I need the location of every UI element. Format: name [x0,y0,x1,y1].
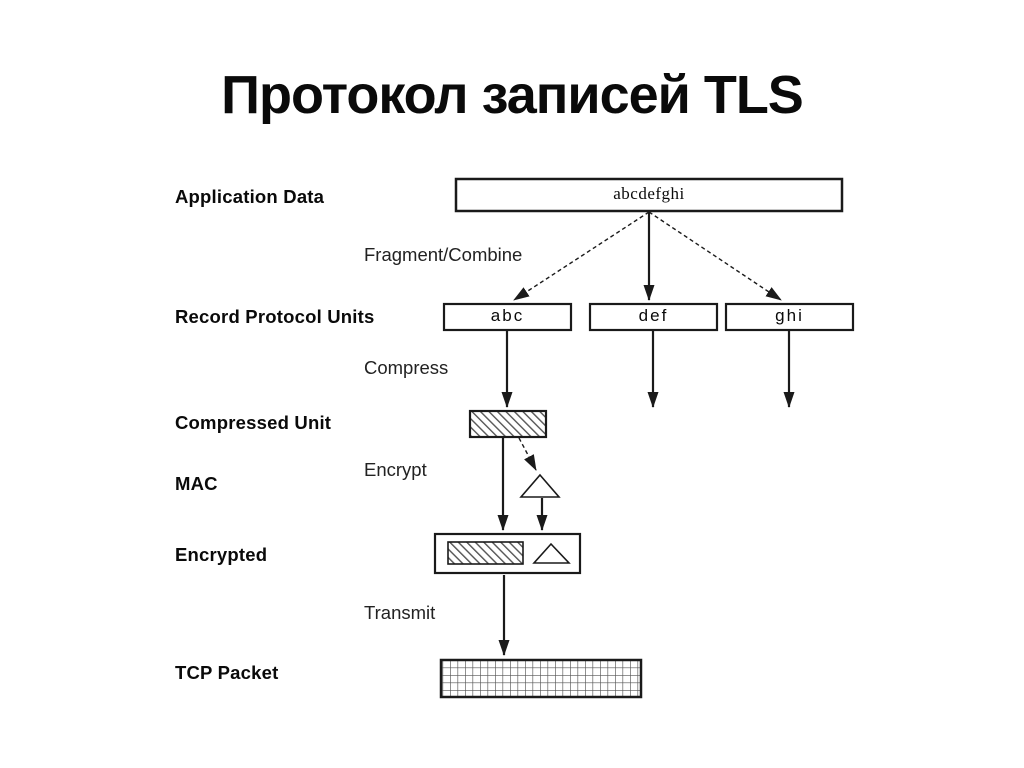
tcp-packet-box [439,658,643,699]
record-unit-box-ghi [724,302,855,332]
stage-label-mac: MAC [175,473,218,494]
stage-label-compressed-unit: Compressed Unit [175,412,332,433]
stage-label-tcp-packet: TCP Packet [175,662,279,683]
record-unit-box-def [588,302,719,332]
mac-triangle [519,473,561,498]
fragment-arrows [513,211,782,301]
stage-label-application-data: Application Data [175,186,325,207]
mac-derive-arrow [518,437,537,471]
record-unit-text-def: def [638,306,669,325]
compress-arrows [501,331,795,408]
encrypted-mac-triangle [532,542,571,564]
record-unit-text-abc: abc [490,306,525,325]
encrypted-payload-hatched [447,541,524,565]
operation-label-compress: Compress [364,357,449,378]
operation-label-transmit: Transmit [364,602,436,623]
application-data-box [454,177,844,213]
encrypt-arrows [497,437,548,531]
operation-label-fragment-combine: Fragment/Combine [364,244,523,265]
application-data-box-text: abcdefghi [613,184,685,203]
stage-label-record-protocol-units: Record Protocol Units [175,306,375,327]
stage-label-encrypted: Encrypted [175,544,268,565]
fragment-arrow-right [648,211,782,301]
record-unit-text-ghi: ghi [775,306,804,325]
slide-title: Протокол записей TLS [221,65,804,125]
compressed-unit-box [468,409,548,439]
fragment-arrow-left [513,211,650,301]
operation-label-encrypt: Encrypt [364,459,427,480]
record-unit-box-abc [442,302,573,332]
